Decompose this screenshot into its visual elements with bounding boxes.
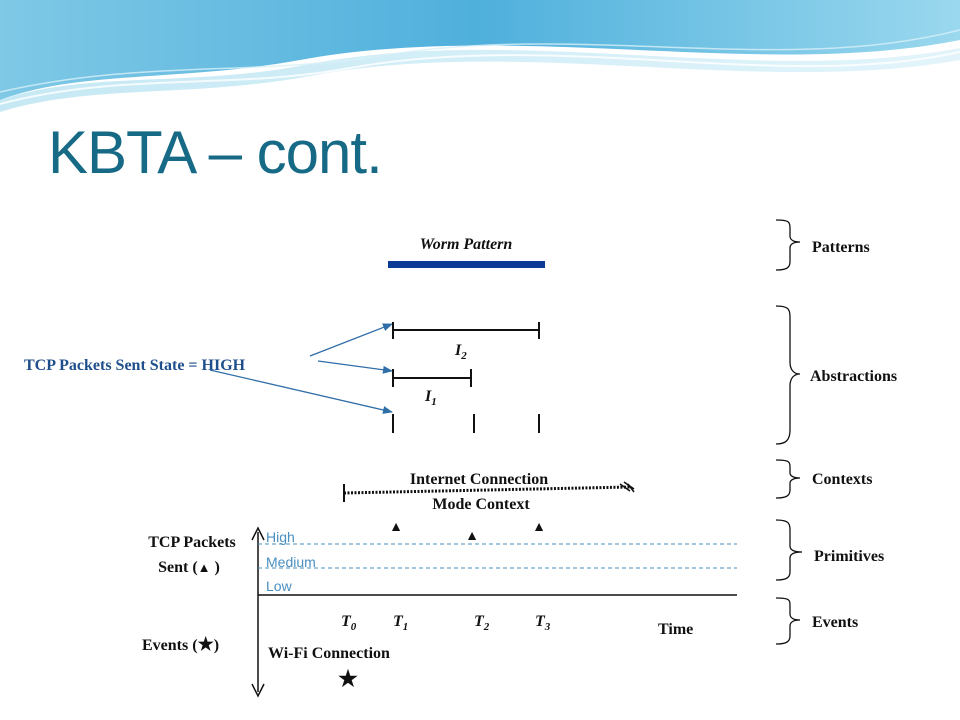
category-contexts: Contexts [812,471,872,488]
time-label: Time [658,621,693,638]
brace-patterns [775,219,801,271]
brace-abstractions [775,305,801,445]
level-medium: Medium [266,554,316,570]
context-interval [343,481,635,502]
time-point-t3: T3 [535,613,551,633]
interval-i2-label: I2 [454,342,467,362]
worm-pattern-label: Worm Pattern [420,236,513,253]
time-point-t0: T0 [341,613,357,633]
events-label: Events (★) [142,634,219,654]
context-label-line2: Mode Context [432,496,530,513]
level-high: High [266,529,295,545]
time-point-t2: T2 [474,613,490,633]
vertical-axis-arrow-top [251,526,265,541]
interval-i1 [392,369,472,387]
brace-primitives [775,519,803,581]
arrow-to-ticks [209,369,393,414]
interval-i1-label: I1 [424,388,437,408]
time-point-t1: T1 [393,613,408,633]
arrow-to-i2 [309,323,393,357]
header-wave-decoration [0,0,960,112]
level-low: Low [266,578,293,594]
interval-i2 [392,322,540,339]
brace-events [775,597,801,645]
primitive-triangle: ▲ [389,520,403,535]
category-patterns: Patterns [812,239,870,256]
arrow-to-i1 [317,360,393,374]
primitive-triangle: ▲ [465,529,479,544]
brace-contexts [775,459,801,499]
slide-title: KBTA – cont. [48,119,383,186]
worm-pattern-bar [388,261,545,268]
category-abstractions: Abstractions [810,368,897,385]
category-primitives: Primitives [814,548,884,565]
primitive-label-line2: Sent (▲ ) [158,559,220,576]
state-label: TCP Packets Sent State = HIGH [24,357,246,374]
context-label: Internet Connection [410,471,548,488]
abstraction-ticks [392,414,540,433]
category-events: Events [812,614,858,631]
primitive-label: TCP Packets [148,534,236,551]
event-star: ★ [338,666,358,691]
primitive-triangle: ▲ [532,520,546,535]
event-name: Wi-Fi Connection [268,645,390,662]
vertical-axis-arrow-bottom [251,683,265,698]
